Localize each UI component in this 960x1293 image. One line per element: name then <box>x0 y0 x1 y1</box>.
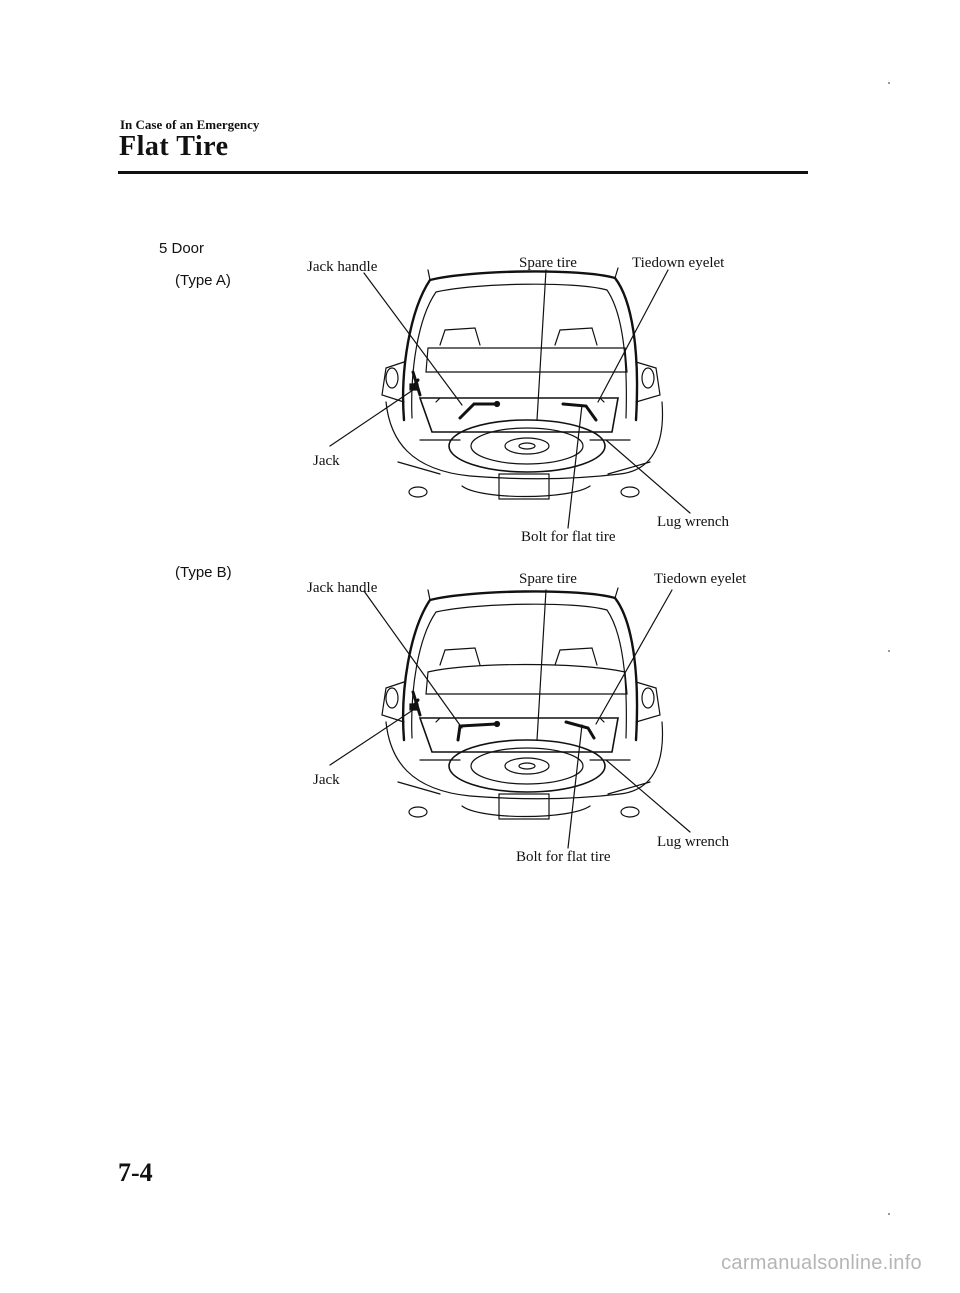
type-a-label-spare-tire: Spare tire <box>519 255 577 271</box>
edge-mark <box>888 650 890 652</box>
type-b-label-lug-wrench: Lug wrench <box>657 834 730 850</box>
watermark: carmanualsonline.info <box>721 1252 922 1274</box>
type-b-label-spare-tire: Spare tire <box>519 571 577 587</box>
edge-mark <box>888 82 890 84</box>
title-rule <box>118 171 808 174</box>
type-a-label-lug-wrench: Lug wrench <box>657 514 730 530</box>
page-number: 7-4 <box>118 1158 153 1187</box>
type-b-heading: (Type B) <box>175 564 232 581</box>
type-a-label-jack-handle: Jack handle <box>307 259 378 275</box>
type-b-label-jack: Jack <box>313 772 340 788</box>
body-variant-heading: 5 Door <box>159 240 205 257</box>
type-b-label-jack-handle: Jack handle <box>307 580 378 596</box>
type-a-heading: (Type A) <box>175 272 231 289</box>
section-label: In Case of an Emergency <box>120 117 260 132</box>
edge-mark <box>888 1213 890 1215</box>
type-a-label-jack: Jack <box>313 453 340 469</box>
type-a-label-tiedown-eyelet: Tiedown eyelet <box>632 255 725 271</box>
type-b-label-bolt: Bolt for flat tire <box>516 849 611 865</box>
type-a-cargo-diagram <box>290 260 760 550</box>
type-b-label-tiedown-eyelet: Tiedown eyelet <box>654 571 747 587</box>
page-title: Flat Tire <box>119 131 229 162</box>
type-b-cargo-diagram <box>290 580 760 870</box>
type-a-label-bolt: Bolt for flat tire <box>521 529 616 545</box>
